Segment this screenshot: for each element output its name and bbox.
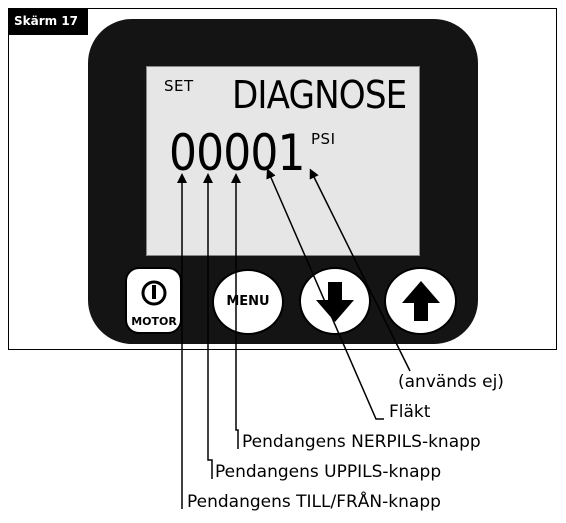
screen-tag: Skärm 17 (8, 8, 88, 35)
up-arrow-icon (402, 281, 440, 321)
power-icon (141, 280, 167, 306)
up-button[interactable] (384, 267, 457, 335)
lcd-screen (146, 66, 420, 256)
callout-line-unused (309, 168, 411, 372)
display-unit: PSI (311, 130, 336, 148)
callout-label-fan: Fläkt (389, 402, 431, 422)
display-value: 00001 (169, 124, 305, 182)
callout-label-up-button: Pendangens UPPILS-knapp (215, 462, 442, 482)
callout-line-down (231, 173, 241, 449)
menu-button[interactable] (212, 269, 284, 335)
display-title: DIAGNOSE (232, 73, 407, 117)
callout-label-down-button: Pendangens NERPILS-knapp (242, 432, 481, 452)
motor-button-label: MOTOR (131, 315, 177, 328)
callout-line-up (203, 173, 213, 479)
callout-label-unused: (används ej) (398, 372, 504, 392)
down-arrow-icon (316, 282, 354, 322)
menu-button-label: MENU (226, 294, 270, 309)
callout-line-fan (266, 168, 384, 420)
mode-label: SET (164, 77, 194, 95)
motor-button[interactable] (125, 267, 182, 334)
callout-label-on-off-button: Pendangens TILL/FRÅN-knapp (187, 492, 441, 512)
